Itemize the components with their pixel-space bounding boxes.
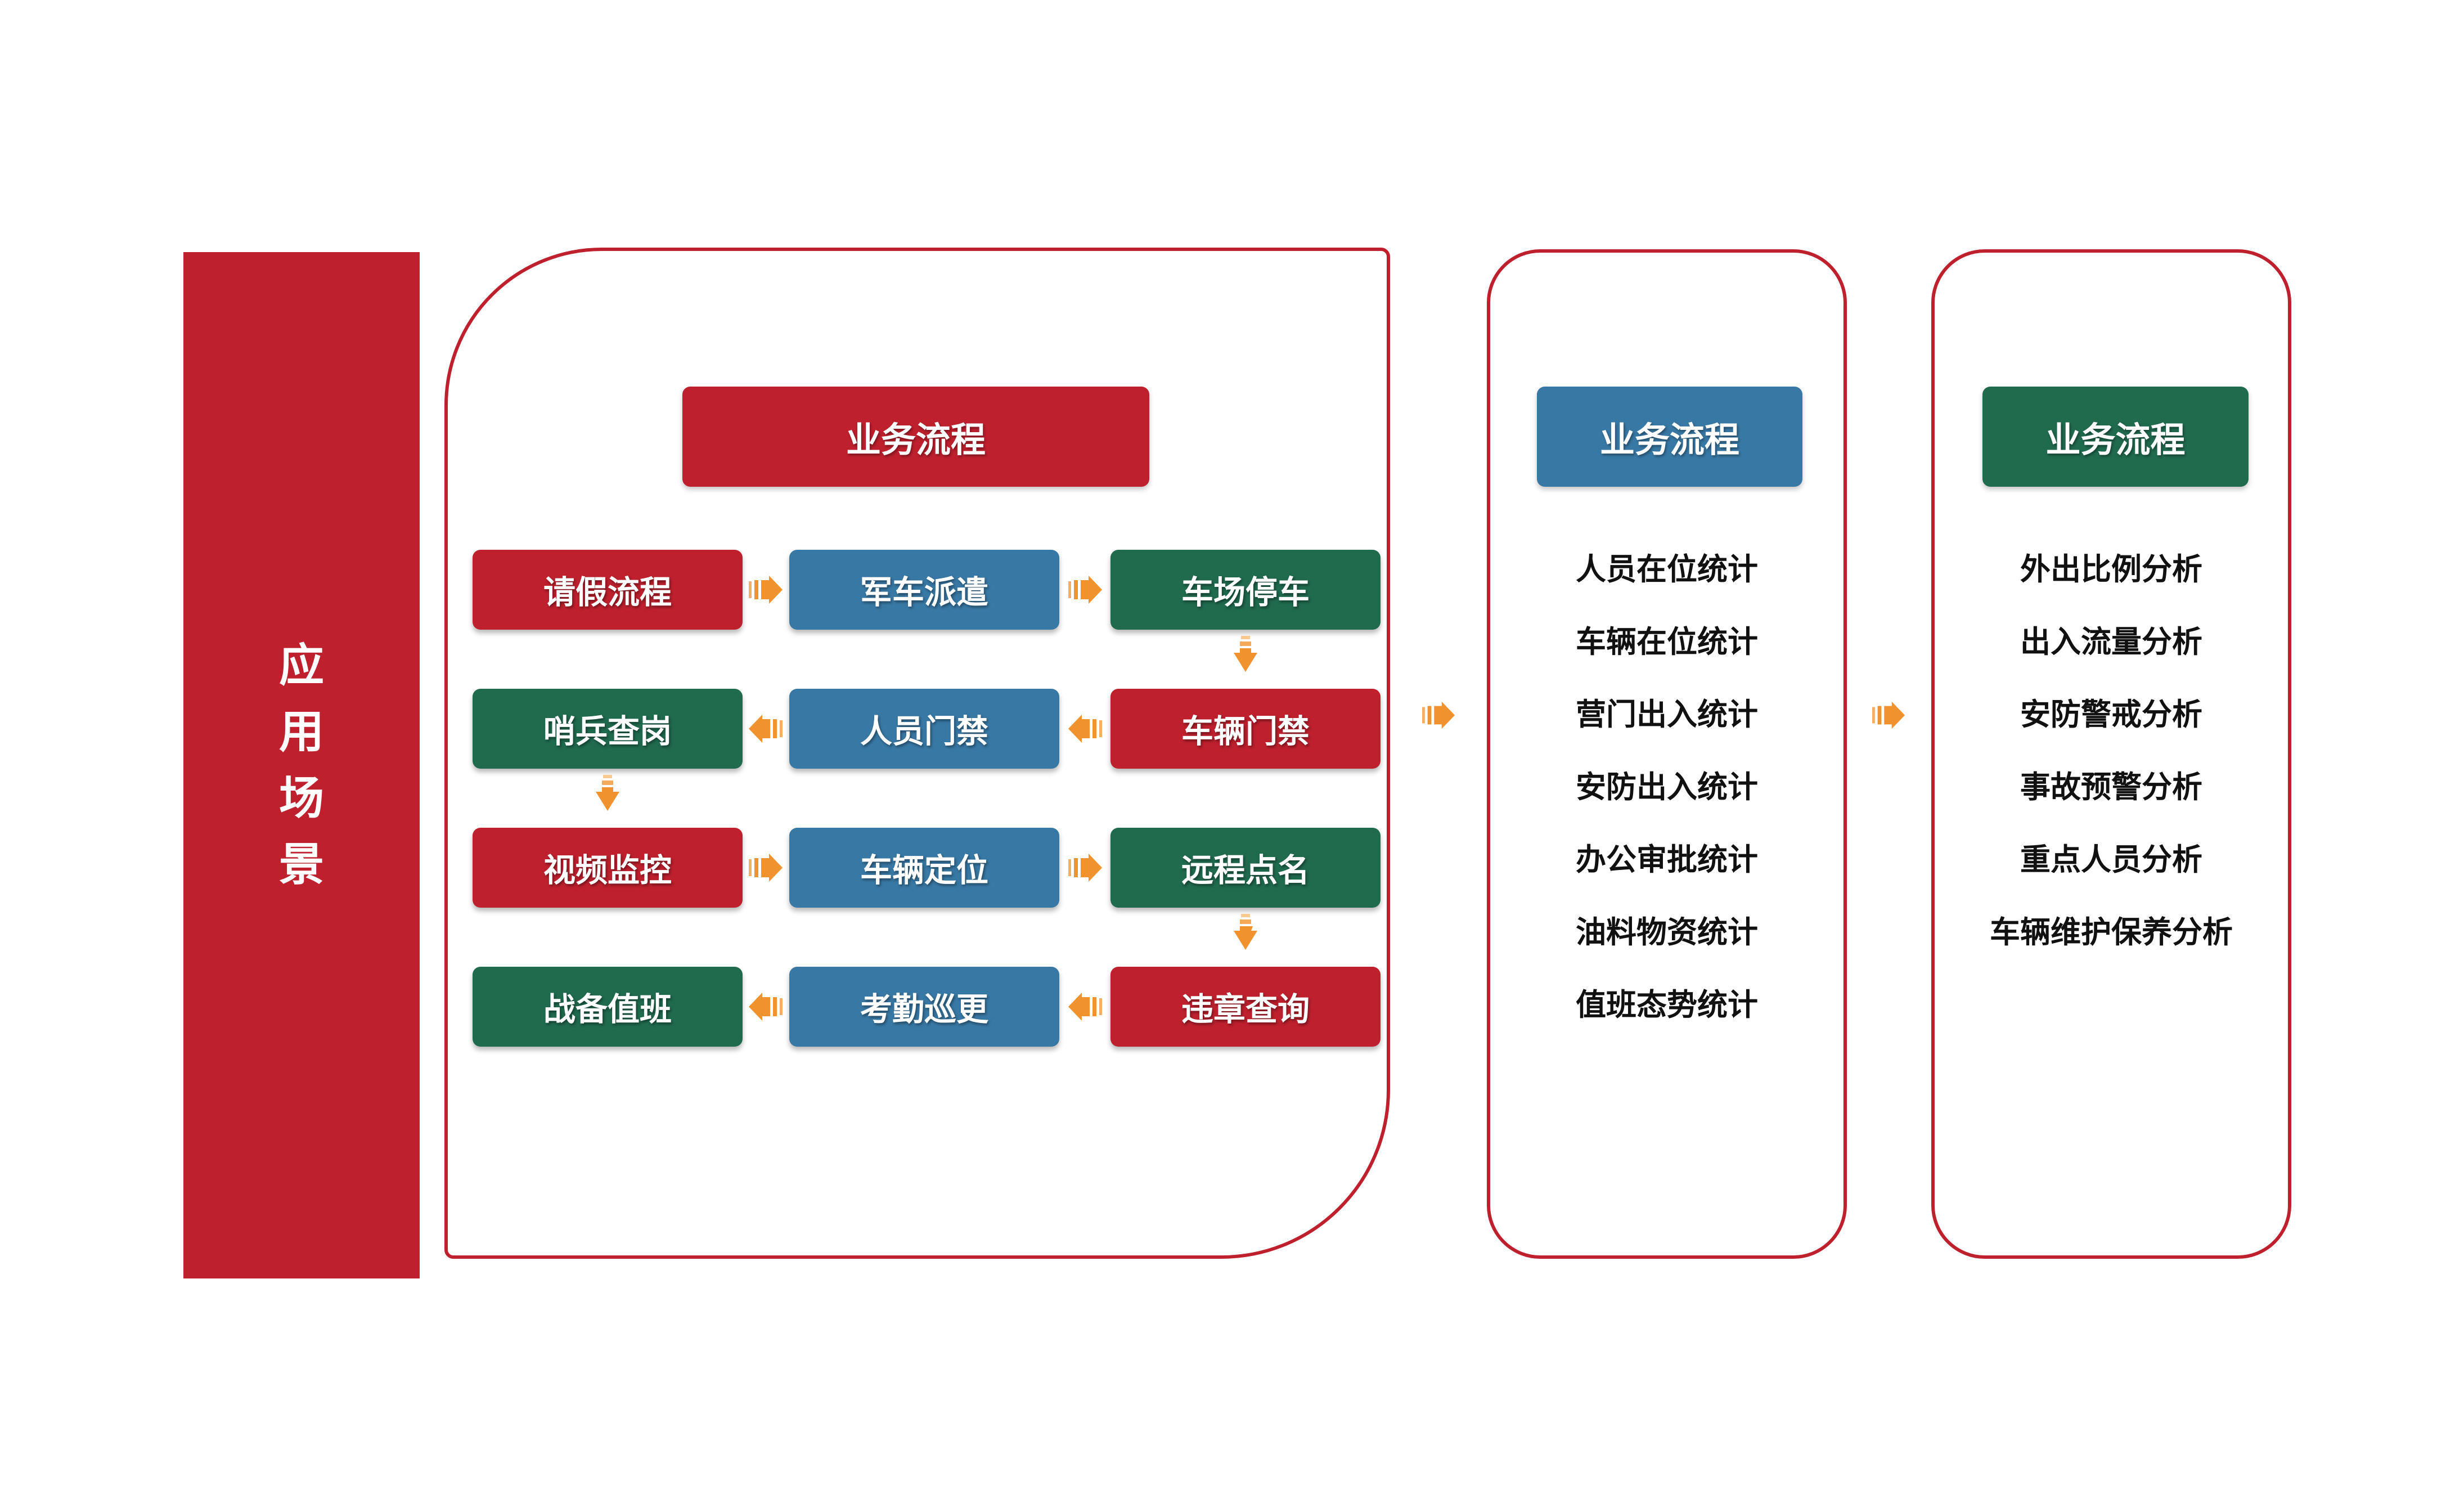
panel-link-arrow-icon <box>1422 701 1455 729</box>
flow-box-vehicle-locating: 车辆定位 <box>789 828 1059 908</box>
sidebar-char: 景 <box>279 840 324 890</box>
flow-box-leave-process: 请假流程 <box>473 550 743 630</box>
flow-arrow-right-icon <box>1068 576 1102 604</box>
list-item: 事故预警分析 <box>2020 770 2202 804</box>
list-item: 重点人员分析 <box>2020 843 2202 877</box>
sidebar-char: 应 <box>279 640 324 690</box>
flow-arrow-right-icon <box>749 854 783 882</box>
list-item: 办公审批统计 <box>1576 843 1758 877</box>
list-item: 车辆在位统计 <box>1576 625 1758 659</box>
flow-box-video-monitoring: 视频监控 <box>473 828 743 908</box>
flow-arrow-right-icon <box>749 576 783 604</box>
flow-box-military-dispatch: 军车派遣 <box>789 550 1059 630</box>
business-flow-panel-header: 业务流程 <box>682 387 1149 487</box>
flow-box-vehicle-access: 车辆门禁 <box>1110 689 1381 769</box>
flow-box-attendance-patrol: 考勤巡更 <box>789 967 1059 1047</box>
flow-arrow-left-icon <box>749 993 783 1021</box>
sidebar-char: 场 <box>279 773 324 823</box>
flow-arrow-left-icon <box>749 715 783 743</box>
flow-arrow-left-icon <box>1068 715 1102 743</box>
list-item: 车辆维护保养分析 <box>1990 916 2233 949</box>
list-item: 油料物资统计 <box>1576 916 1758 949</box>
flow-box-remote-rollcall: 远程点名 <box>1110 828 1381 908</box>
list-item: 外出比例分析 <box>2020 553 2202 586</box>
flow-arrow-left-icon <box>1068 993 1102 1021</box>
flow-arrow-right-icon <box>1068 854 1102 882</box>
statistics-panel-header: 业务流程 <box>1537 387 1802 487</box>
flow-box-parking: 车场停车 <box>1110 550 1381 630</box>
flow-arrow-down-icon <box>1233 914 1258 950</box>
panel-link-arrow-icon <box>1872 701 1905 729</box>
analysis-panel-header: 业务流程 <box>1982 387 2249 487</box>
list-item: 人员在位统计 <box>1576 553 1758 586</box>
list-item: 营门出入统计 <box>1576 698 1758 732</box>
flow-box-sentry-check: 哨兵查岗 <box>473 689 743 769</box>
list-item: 值班态势统计 <box>1576 988 1758 1022</box>
flow-arrow-down-icon <box>1233 636 1258 672</box>
list-item: 出入流量分析 <box>2020 625 2202 659</box>
flow-box-personnel-access: 人员门禁 <box>789 689 1059 769</box>
application-scenarios-bar: 应 用 场 景 <box>183 252 420 1278</box>
flow-box-violation-query: 违章查询 <box>1110 967 1381 1047</box>
sidebar-char: 用 <box>279 707 324 757</box>
list-item: 安防出入统计 <box>1576 770 1758 804</box>
flow-arrow-down-icon <box>595 775 621 811</box>
flow-box-combat-duty: 战备值班 <box>473 967 743 1047</box>
statistics-list: 人员在位统计 车辆在位统计 营门出入统计 安防出入统计 办公审批统计 油料物资统… <box>1508 530 1826 1038</box>
list-item: 安防警戒分析 <box>2020 698 2202 732</box>
analysis-list: 外出比例分析 出入流量分析 安防警戒分析 事故预警分析 重点人员分析 车辆维护保… <box>1946 530 2276 966</box>
